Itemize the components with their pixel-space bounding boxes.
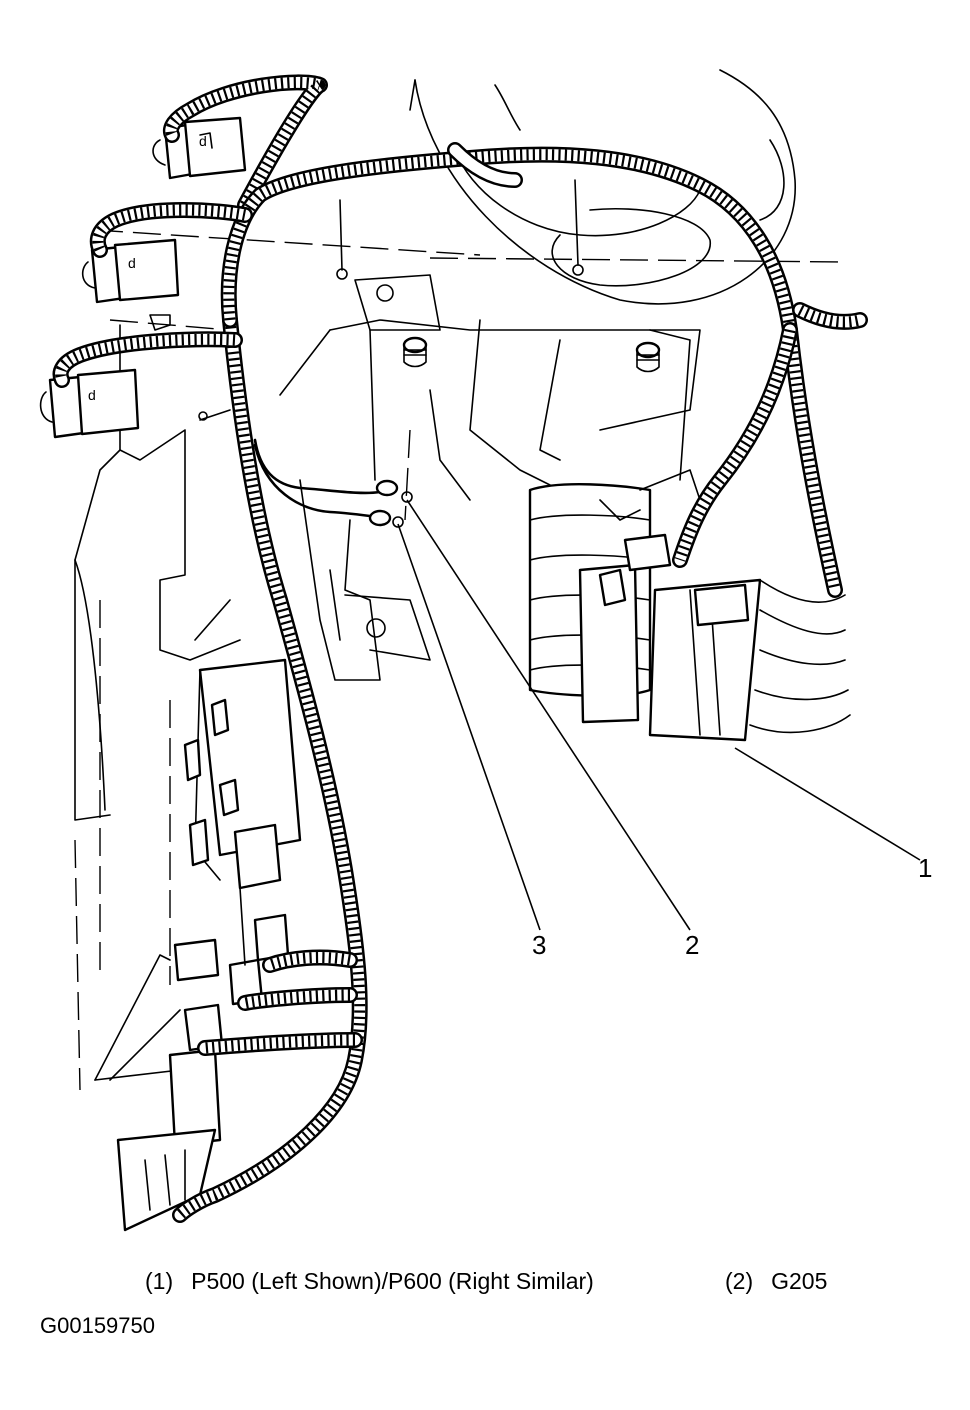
legend-number: (1) xyxy=(145,1268,174,1294)
legend-text: P500 (Left Shown)/P600 (Right Similar) xyxy=(191,1268,594,1294)
legend-number: (2) xyxy=(725,1268,754,1294)
callout-2: 2 xyxy=(685,930,700,960)
svg-text:d: d xyxy=(88,387,96,403)
mounting-bracket xyxy=(279,274,701,681)
connector-icon xyxy=(528,469,851,742)
wiring-diagram: d d d xyxy=(39,69,933,1232)
callout-1: 1 xyxy=(918,853,933,883)
stud-bolts xyxy=(336,179,661,373)
relay-block xyxy=(94,658,302,1081)
left-connectors: d d d xyxy=(39,116,247,439)
legend-text: G205 xyxy=(771,1268,828,1294)
ground-bolt-icon xyxy=(253,438,413,528)
legend-item-2: (2) G205 xyxy=(725,1268,827,1295)
svg-text:d: d xyxy=(128,255,136,271)
left-dash-panel xyxy=(74,314,241,821)
callout-leaders xyxy=(397,499,921,931)
legend-item-1: (1) P500 (Left Shown)/P600 (Right Similar… xyxy=(145,1268,594,1295)
steering-column-icon xyxy=(409,69,796,521)
callout-3: 3 xyxy=(532,930,547,960)
legend: (1) P500 (Left Shown)/P600 (Right Similar… xyxy=(0,1268,970,1308)
figure-id: G00159750 xyxy=(40,1313,155,1338)
bottom-connector xyxy=(116,1048,222,1232)
svg-text:d: d xyxy=(199,133,207,149)
wiring-harness-icon xyxy=(52,74,868,1223)
